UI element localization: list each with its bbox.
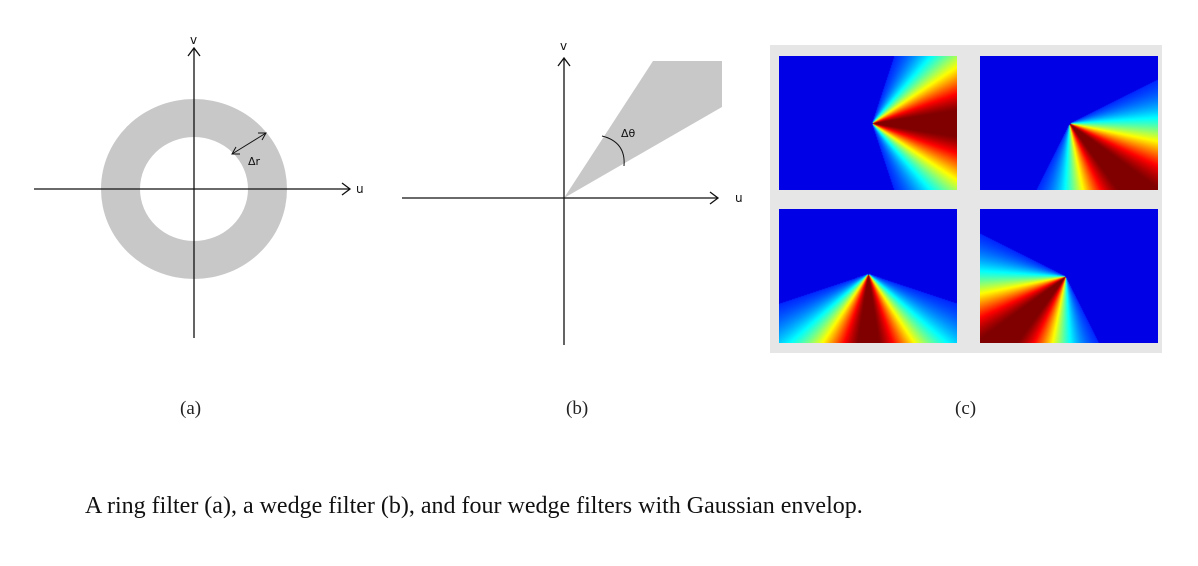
wedge-filter-heatmap-2 bbox=[980, 56, 1158, 190]
delta-r-arrow bbox=[231, 132, 267, 155]
wedge-region bbox=[564, 61, 722, 198]
delta-theta-label: Δθ bbox=[621, 127, 636, 140]
u-arrowhead bbox=[709, 191, 720, 205]
u-arrowhead bbox=[341, 182, 352, 196]
subfigure-label-b: (b) bbox=[566, 398, 589, 419]
u-axis-label: u bbox=[735, 191, 743, 205]
delta-theta-arc bbox=[601, 135, 625, 167]
delta-r-arrowhead-inner bbox=[231, 146, 240, 155]
delta-r-arrowhead-outer bbox=[258, 132, 267, 141]
figure-caption: A ring filter (a), a wedge filter (b), a… bbox=[85, 493, 863, 519]
wedge-filter-heatmap-3 bbox=[779, 209, 957, 343]
v-axis-label: v bbox=[190, 33, 197, 47]
subfigure-label-c: (c) bbox=[955, 398, 977, 419]
u-axis-label: u bbox=[356, 182, 364, 196]
wedge-filter-heatmap-4 bbox=[980, 209, 1158, 343]
subfigure-label-a: (a) bbox=[180, 398, 202, 419]
ring-band bbox=[100, 98, 287, 280]
v-axis-label: v bbox=[560, 39, 567, 53]
v-arrowhead bbox=[187, 46, 201, 57]
wedge-filter-heatmap-1 bbox=[779, 56, 957, 190]
ring-filter-diagram: u v Δr bbox=[34, 33, 364, 338]
wedge-filter-diagram: u v Δθ bbox=[402, 39, 743, 345]
v-arrowhead bbox=[557, 56, 571, 67]
delta-r-label: Δr bbox=[248, 155, 261, 168]
